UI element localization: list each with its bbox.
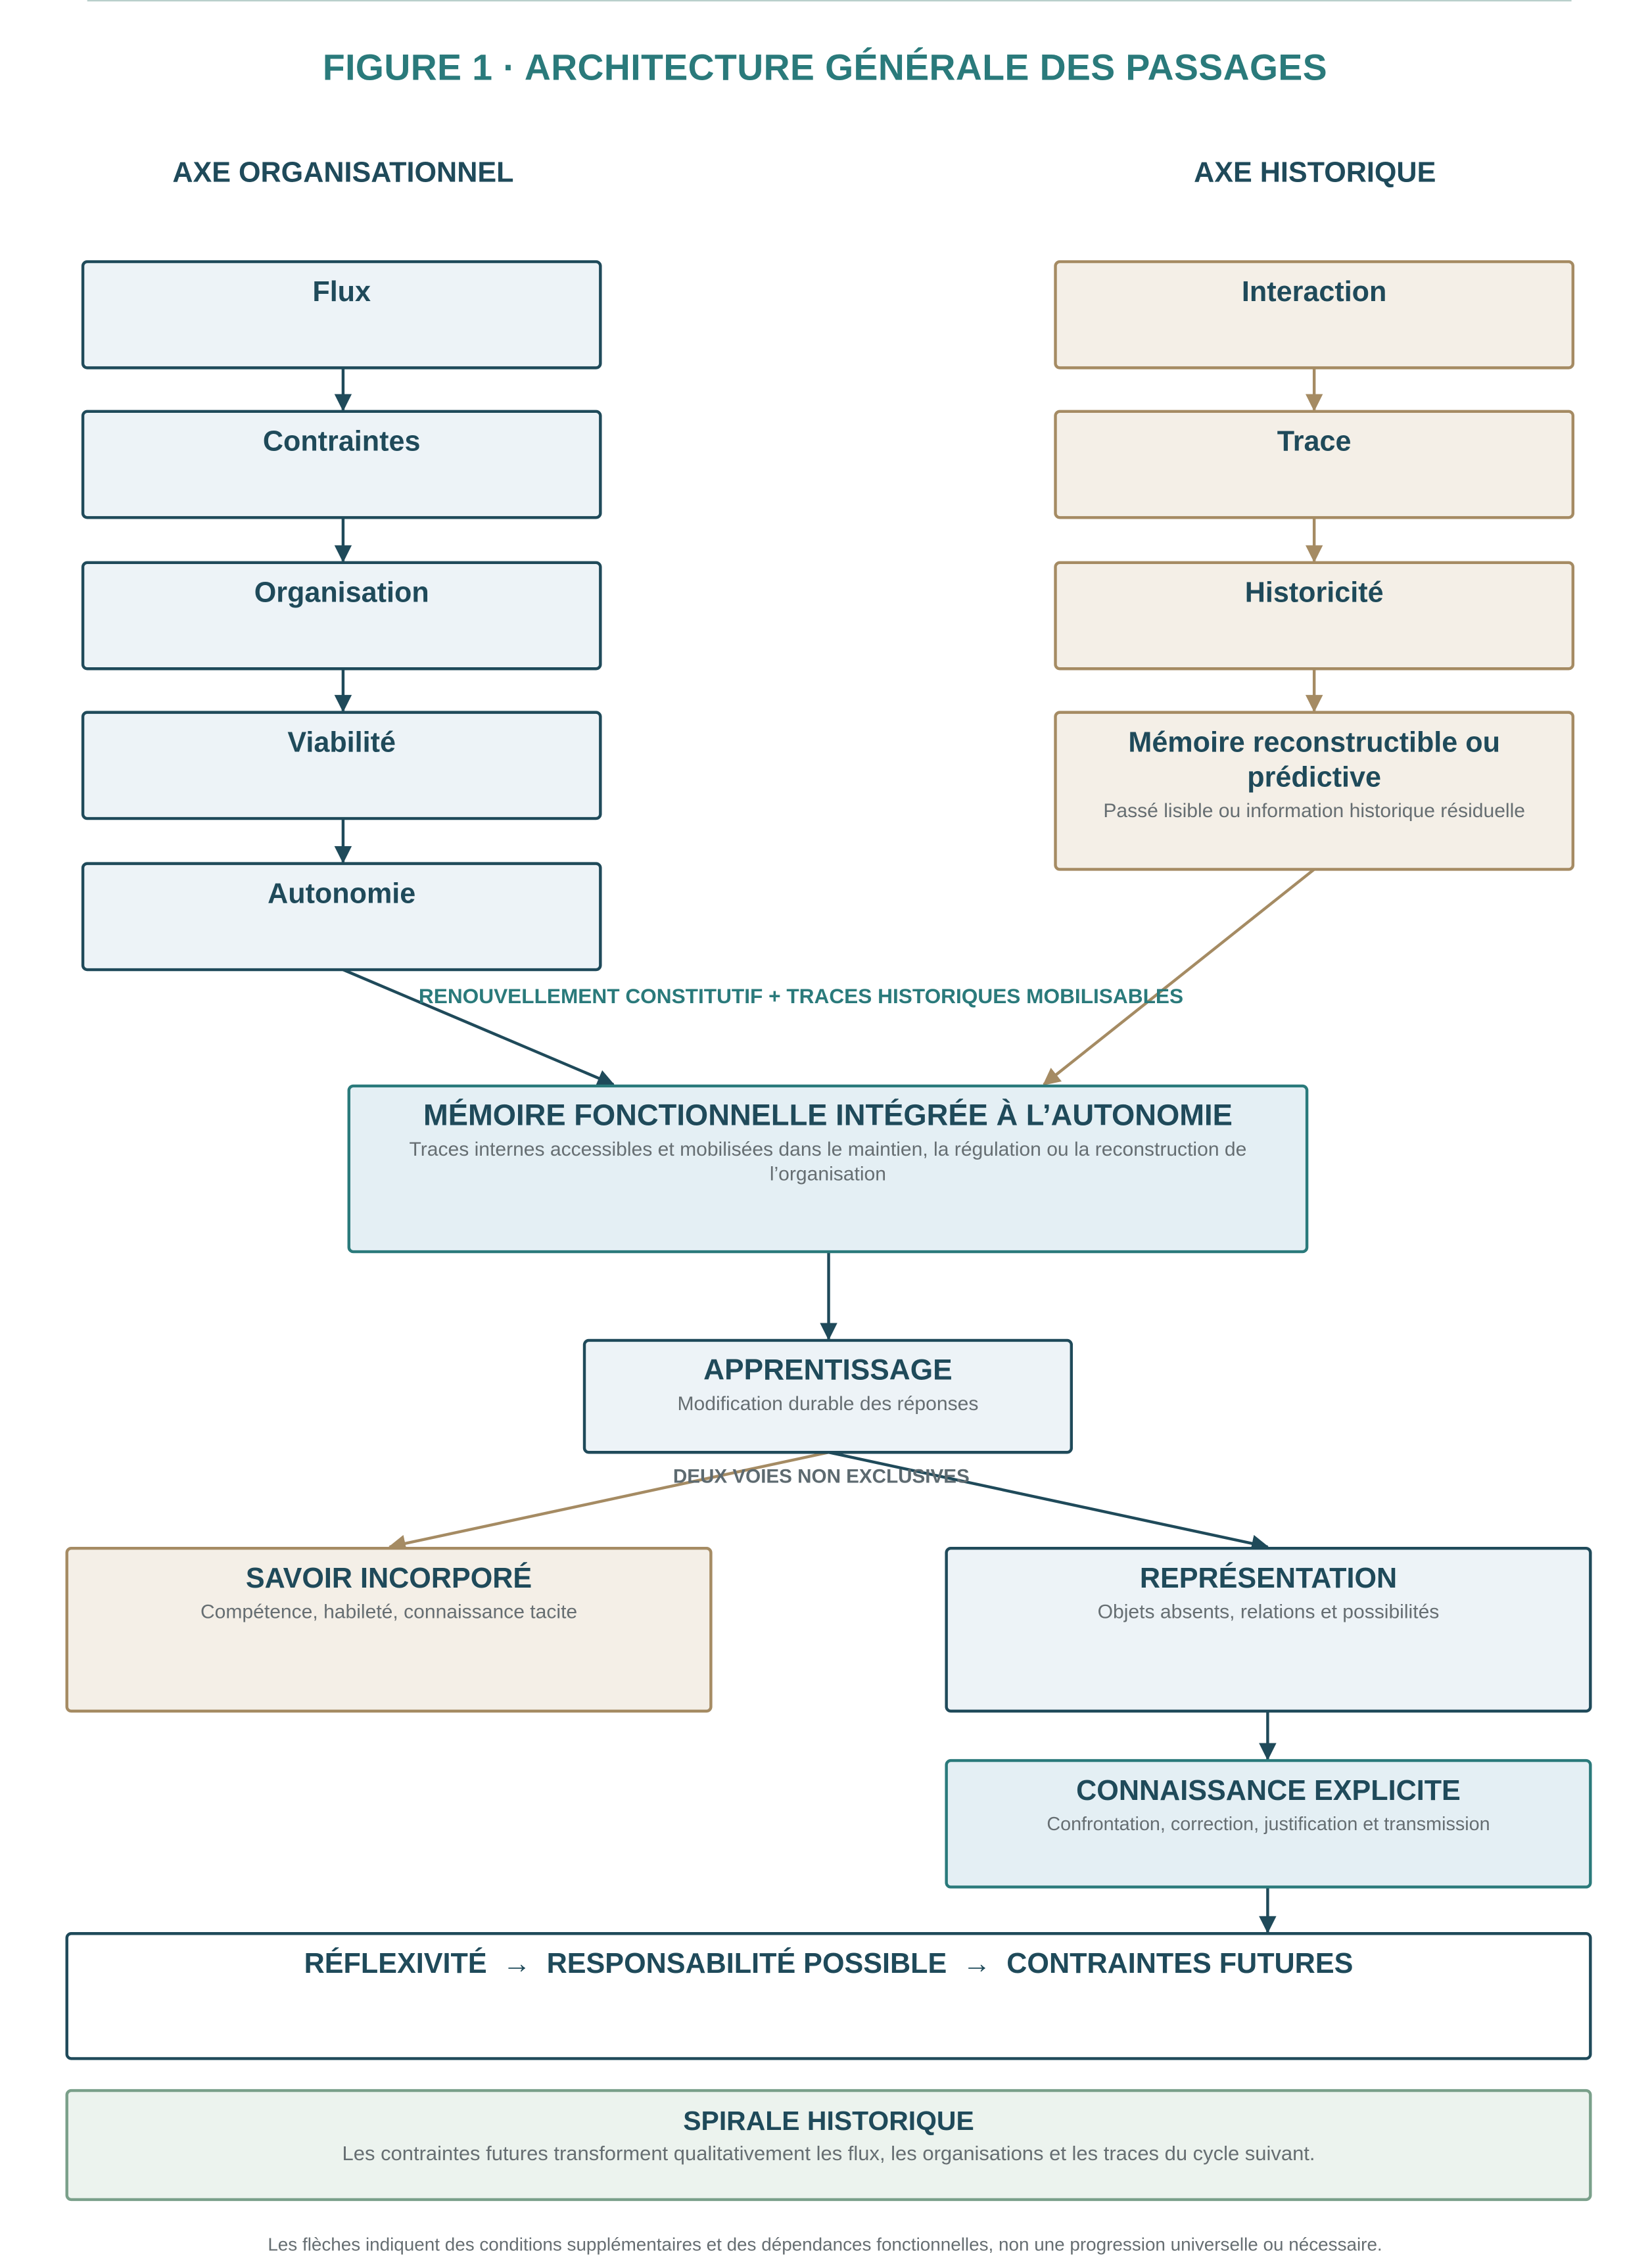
node-contraintes-title: Contraintes xyxy=(262,425,421,458)
node-organisation-title: Organisation xyxy=(254,577,429,609)
node-interaction: Interaction xyxy=(1054,260,1575,369)
node-memoire-fonctionnelle-title: MÉMOIRE FONCTIONNELLE INTÉGRÉE À L’AUTON… xyxy=(423,1099,1233,1133)
node-memoire-fonctionnelle: MÉMOIRE FONCTIONNELLE INTÉGRÉE À L’AUTON… xyxy=(347,1084,1309,1254)
node-apprentissage-title: APPRENTISSAGE xyxy=(703,1355,953,1387)
node-apprentissage: APPRENTISSAGE Modification durable des r… xyxy=(582,1338,1073,1454)
node-viabilite-title: Viabilité xyxy=(287,726,396,759)
node-apprentissage-subtitle: Modification durable des réponses xyxy=(677,1392,979,1415)
top-rule xyxy=(87,0,1572,2)
arrow-memoire-reconstructible-memoire-fonctionnelle xyxy=(1043,868,1315,1086)
node-savoir-incorpore-subtitle: Compétence, habileté, connaissance tacit… xyxy=(200,1600,578,1622)
node-reflexivite: RÉFLEXIVITÉ → RESPONSABILITÉ POSSIBLE → … xyxy=(65,1932,1592,2060)
figure-title: FIGURE 1 · ARCHITECTURE GÉNÉRALE DES PAS… xyxy=(322,47,1328,89)
junction-label: RENOUVELLEMENT CONSTITUTIF + TRACES HIST… xyxy=(418,985,1184,1009)
node-spirale-historique: SPIRALE HISTORIQUE Les contraintes futur… xyxy=(65,2089,1592,2202)
node-memoire-reconstructible-subtitle: Passé lisible ou information historique … xyxy=(1103,799,1525,822)
node-representation-subtitle: Objets absents, relations et possibilité… xyxy=(1097,1600,1440,1622)
node-connaissance-explicite-title: CONNAISSANCE EXPLICITE xyxy=(1076,1775,1461,1807)
node-organisation: Organisation xyxy=(81,561,602,671)
node-trace: Trace xyxy=(1054,410,1575,519)
node-spirale-subtitle: Les contraintes futures transforment qua… xyxy=(342,2141,1315,2165)
axis-historical-label: AXE HISTORIQUE xyxy=(1194,156,1436,189)
axis-organisational-label: AXE ORGANISATIONNEL xyxy=(172,156,514,189)
node-interaction-title: Interaction xyxy=(1241,276,1387,308)
node-connaissance-explicite: CONNAISSANCE EXPLICITE Confrontation, co… xyxy=(945,1759,1592,1889)
branch-label: DEUX VOIES NON EXCLUSIVES xyxy=(672,1465,970,1488)
node-viabilite: Viabilité xyxy=(81,711,602,820)
node-historicite: Historicité xyxy=(1054,561,1575,671)
node-connaissance-explicite-subtitle: Confrontation, correction, justification… xyxy=(1047,1812,1490,1835)
node-savoir-incorpore: SAVOIR INCORPORÉ Compétence, habileté, c… xyxy=(65,1546,713,1713)
node-autonomie-title: Autonomie xyxy=(268,878,416,910)
node-autonomie: Autonomie xyxy=(81,862,602,972)
node-flux-title: Flux xyxy=(312,276,371,308)
node-memoire-fonctionnelle-subtitle: Traces internes accessibles et mobilisée… xyxy=(409,1138,1247,1185)
node-spirale-title: SPIRALE HISTORIQUE xyxy=(683,2105,974,2136)
arrow-apprentissage-representation xyxy=(828,1451,1269,1552)
node-representation: REPRÉSENTATION Objets absents, relations… xyxy=(945,1546,1592,1713)
node-memoire-reconstructible: Mémoire reconstructible ou prédictive Pa… xyxy=(1054,711,1575,871)
node-memoire-reconstructible-title: Mémoire reconstructible ou prédictive xyxy=(1128,726,1500,794)
node-savoir-incorpore-title: SAVOIR INCORPORÉ xyxy=(245,1563,532,1595)
node-historicite-title: Historicité xyxy=(1244,577,1384,609)
arrow-apprentissage-savoir xyxy=(388,1451,829,1552)
node-reflexivite-title: RÉFLEXIVITÉ → RESPONSABILITÉ POSSIBLE → … xyxy=(304,1948,1354,1980)
node-trace-title: Trace xyxy=(1277,425,1352,458)
node-contraintes: Contraintes xyxy=(81,410,602,519)
node-representation-title: REPRÉSENTATION xyxy=(1139,1563,1398,1595)
node-flux: Flux xyxy=(81,260,602,369)
arrow-autonomie-memoire-fonctionnelle xyxy=(342,968,615,1087)
footnote: Les flèches indiquent des conditions sup… xyxy=(268,2234,1382,2255)
